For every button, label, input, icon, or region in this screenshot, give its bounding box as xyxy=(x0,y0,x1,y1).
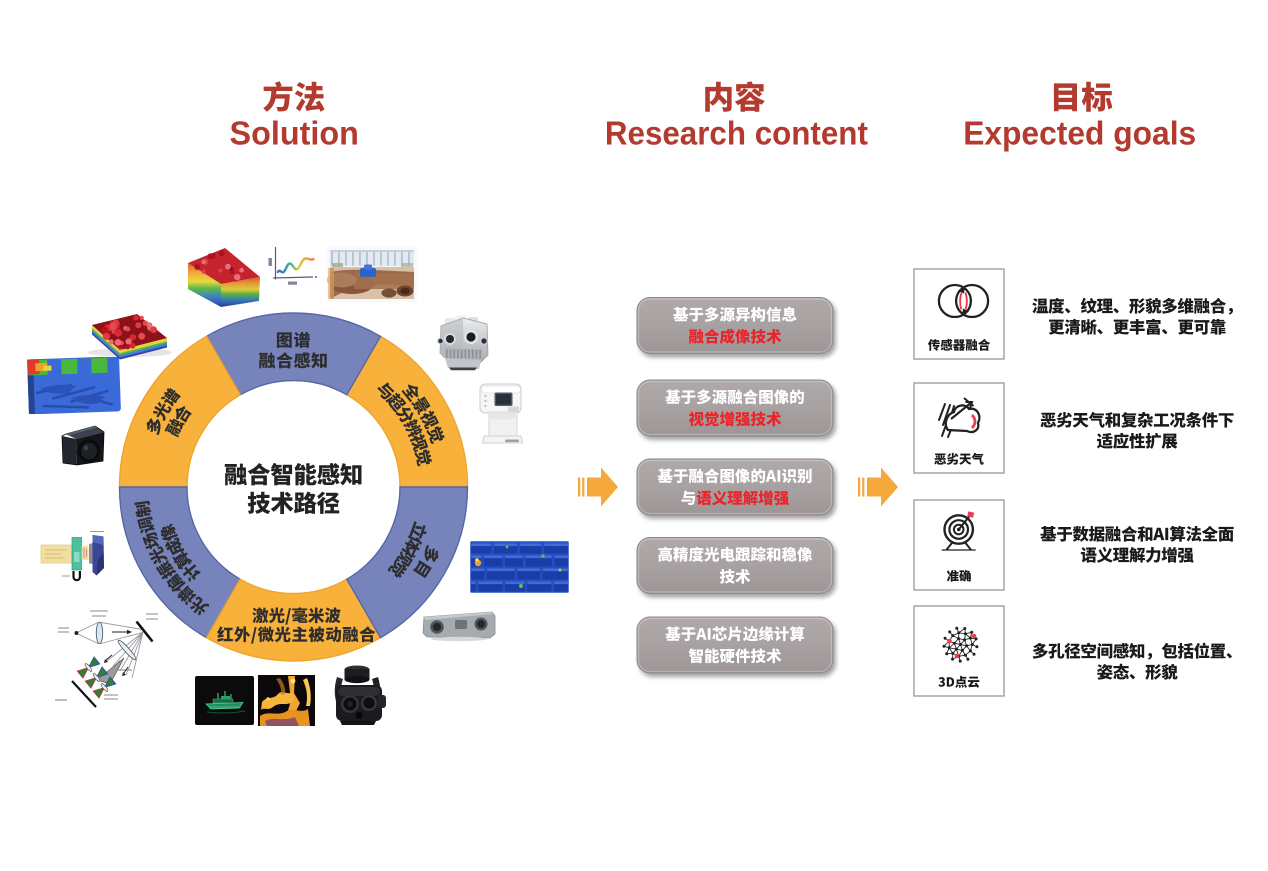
svg-text:Solution: Solution xyxy=(230,115,359,152)
svg-text:Research content: Research content xyxy=(605,115,868,152)
svg-text:Expected goals: Expected goals xyxy=(963,115,1196,152)
